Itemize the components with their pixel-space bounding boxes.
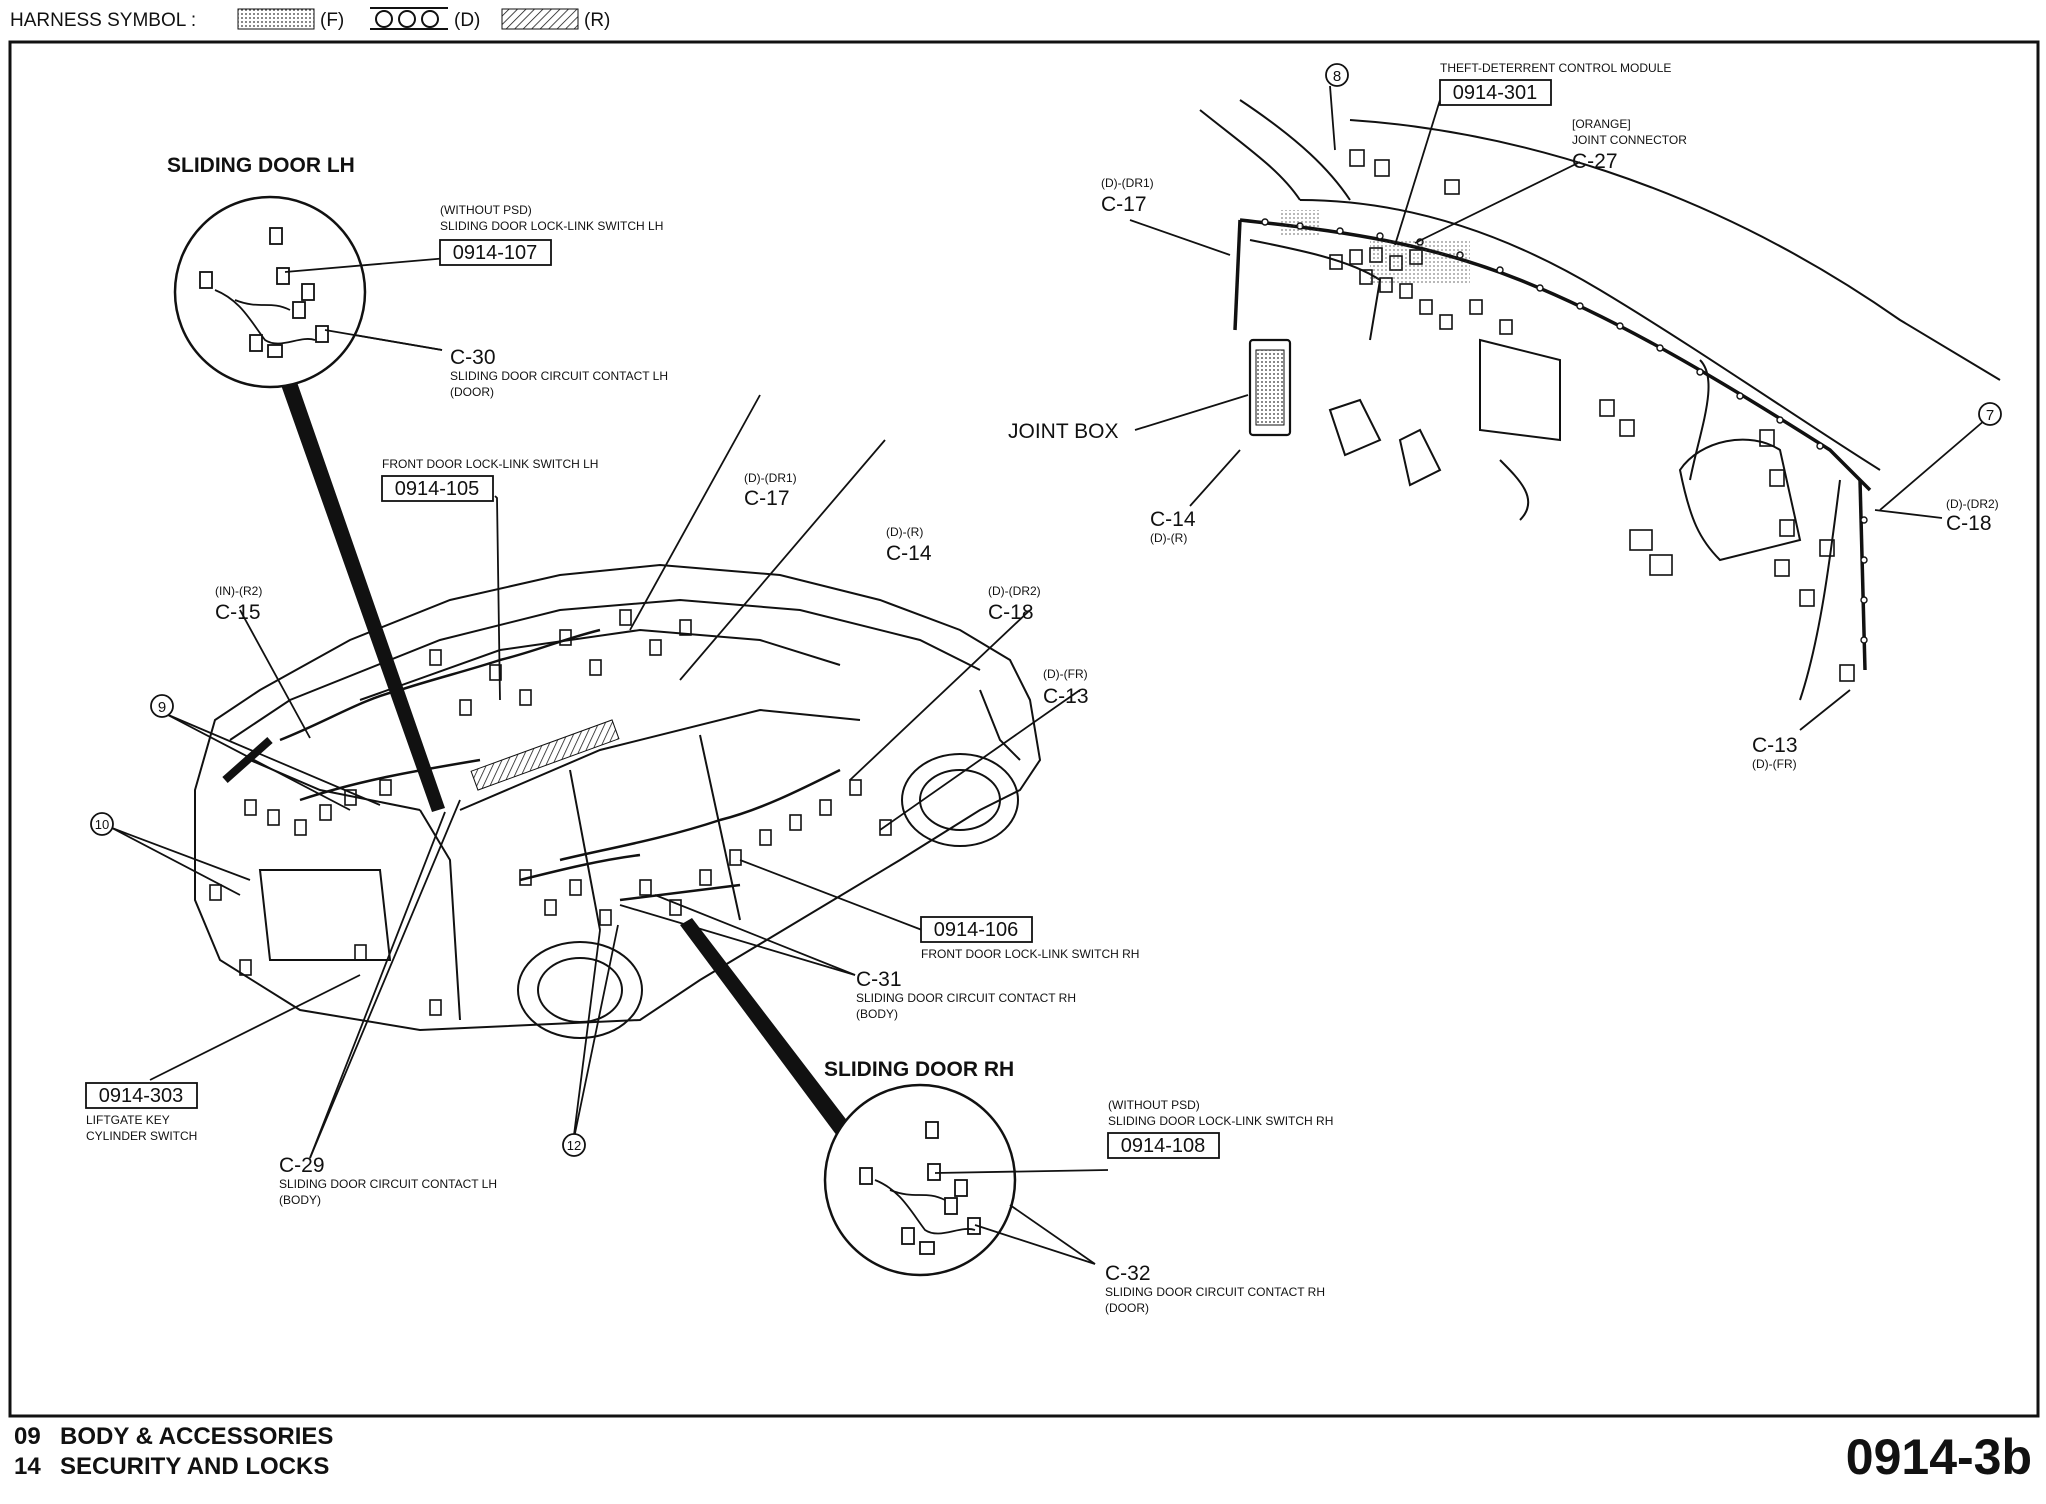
- lh-switch-note: (WITHOUT PSD): [440, 203, 532, 217]
- c14-dash-id: C-14: [1150, 508, 1196, 531]
- dash-harness-symbol: [370, 7, 448, 30]
- c32-id: C-32: [1105, 1262, 1151, 1285]
- lh-zoom-pointer: [275, 362, 445, 812]
- rear-harness-symbol: [501, 8, 579, 30]
- c14-body-id: C-14: [886, 542, 932, 565]
- subsection-number: 14: [14, 1453, 41, 1480]
- c30-desc: SLIDING DOOR CIRCUIT CONTACT LH: [450, 369, 668, 383]
- c15-sub: (IN)-(R2): [215, 584, 262, 598]
- c29-sub: (BODY): [279, 1193, 321, 1207]
- legend-title: HARNESS SYMBOL :: [10, 10, 196, 31]
- c14-dash-sub: (D)-(R): [1150, 531, 1187, 545]
- reference-number-7: 7: [1986, 407, 1994, 424]
- subsection-name: SECURITY AND LOCKS: [60, 1453, 329, 1480]
- reference-number-9: 9: [158, 699, 166, 716]
- reference-number-12: 12: [567, 1138, 581, 1153]
- reference-circle-12: [562, 1133, 586, 1157]
- c29-desc: SLIDING DOOR CIRCUIT CONTACT LH: [279, 1177, 497, 1191]
- rh-switch-note: (WITHOUT PSD): [1108, 1098, 1200, 1112]
- front-rh-desc: FRONT DOOR LOCK-LINK SWITCH RH: [921, 947, 1139, 961]
- harness-legend: HARNESS SYMBOL : (F) (D) (R): [10, 7, 610, 31]
- dashboard-illustration: [1199, 99, 2001, 701]
- page-id: 0914-3b: [1846, 1429, 2032, 1485]
- c32-desc: SLIDING DOOR CIRCUIT CONTACT RH: [1105, 1285, 1325, 1299]
- floor-harness-symbol: [237, 8, 315, 30]
- joint-box-label: JOINT BOX: [1008, 420, 1118, 443]
- sliding-door-lh-detail: [173, 195, 367, 389]
- c17-body-id: C-17: [744, 487, 790, 510]
- reference-circle-9: [150, 694, 174, 718]
- sliding-door-lh-heading: SLIDING DOOR LH: [167, 154, 355, 177]
- c27-desc: JOINT CONNECTOR: [1572, 133, 1687, 147]
- c32-sub: (DOOR): [1105, 1301, 1149, 1315]
- c27-note: [ORANGE]: [1572, 117, 1631, 131]
- c18-dash-sub: (D)-(DR2): [1946, 497, 1999, 511]
- footer: 09 BODY & ACCESSORIES 14 SECURITY AND LO…: [14, 1423, 2032, 1485]
- lh-switch-code: 0914-107: [453, 242, 538, 264]
- c18-body-id: C-18: [988, 601, 1034, 624]
- code-boxes: [85, 79, 1552, 1159]
- c31-desc: SLIDING DOOR CIRCUIT CONTACT RH: [856, 991, 1076, 1005]
- c31-sub: (BODY): [856, 1007, 898, 1021]
- legend-d-label: (D): [454, 10, 480, 31]
- reference-number-8: 8: [1333, 68, 1341, 85]
- front-lh-code: 0914-105: [395, 478, 480, 500]
- lh-switch-desc: SLIDING DOOR LOCK-LINK SWITCH LH: [440, 219, 663, 233]
- front-rh-code: 0914-106: [934, 919, 1019, 941]
- vehicle-illustration: [194, 563, 1042, 1039]
- reference-circles: 8 7 9 10 12: [90, 63, 2002, 1157]
- reference-number-10: 10: [95, 817, 109, 832]
- reference-circle-10: [90, 812, 114, 836]
- liftgate-desc-2: CYLINDER SWITCH: [86, 1129, 197, 1143]
- c18-dash-id: C-18: [1946, 512, 1992, 535]
- section-number: 09: [14, 1423, 41, 1450]
- reference-circle-7: [1978, 402, 2002, 426]
- rh-zoom-pointer: [680, 918, 868, 1156]
- c29-id: C-29: [279, 1154, 325, 1177]
- c17-dash-id: C-17: [1101, 193, 1147, 216]
- front-lh-desc: FRONT DOOR LOCK-LINK SWITCH LH: [382, 457, 598, 471]
- diagram-frame: [8, 40, 2040, 1418]
- c27-id: C-27: [1572, 150, 1618, 173]
- c14-body-sub: (D)-(R): [886, 525, 923, 539]
- leader-lines: [111, 85, 1986, 1265]
- section-name: BODY & ACCESSORIES: [60, 1423, 333, 1450]
- c31-id: C-31: [856, 968, 902, 991]
- c13-dash-id: C-13: [1752, 734, 1798, 757]
- liftgate-code: 0914-303: [99, 1085, 184, 1107]
- c13-body-id: C-13: [1043, 685, 1089, 708]
- c17-body-sub: (D)-(DR1): [744, 471, 797, 485]
- rh-switch-code: 0914-108: [1121, 1135, 1206, 1157]
- c30-id: C-30: [450, 346, 496, 369]
- legend-r-label: (R): [584, 10, 610, 31]
- c17-dash-sub: (D)-(DR1): [1101, 176, 1154, 190]
- theft-module-code: 0914-301: [1453, 82, 1538, 104]
- component-labels: (WITHOUT PSD) SLIDING DOOR LOCK-LINK SWI…: [86, 61, 1999, 1315]
- c13-body-sub: (D)-(FR): [1043, 667, 1088, 681]
- c15-id: C-15: [215, 601, 261, 624]
- rh-switch-desc: SLIDING DOOR LOCK-LINK SWITCH RH: [1108, 1114, 1333, 1128]
- theft-module-desc: THEFT-DETERRENT CONTROL MODULE: [1440, 61, 1671, 75]
- c18-body-sub: (D)-(DR2): [988, 584, 1041, 598]
- sliding-door-rh-heading: SLIDING DOOR RH: [824, 1058, 1014, 1081]
- sliding-door-rh-detail: [823, 1083, 1017, 1277]
- liftgate-desc-1: LIFTGATE KEY: [86, 1113, 170, 1127]
- reference-circle-8: [1325, 63, 1349, 87]
- c13-dash-sub: (D)-(FR): [1752, 757, 1797, 771]
- c30-sub: (DOOR): [450, 385, 494, 399]
- legend-f-label: (F): [320, 10, 344, 31]
